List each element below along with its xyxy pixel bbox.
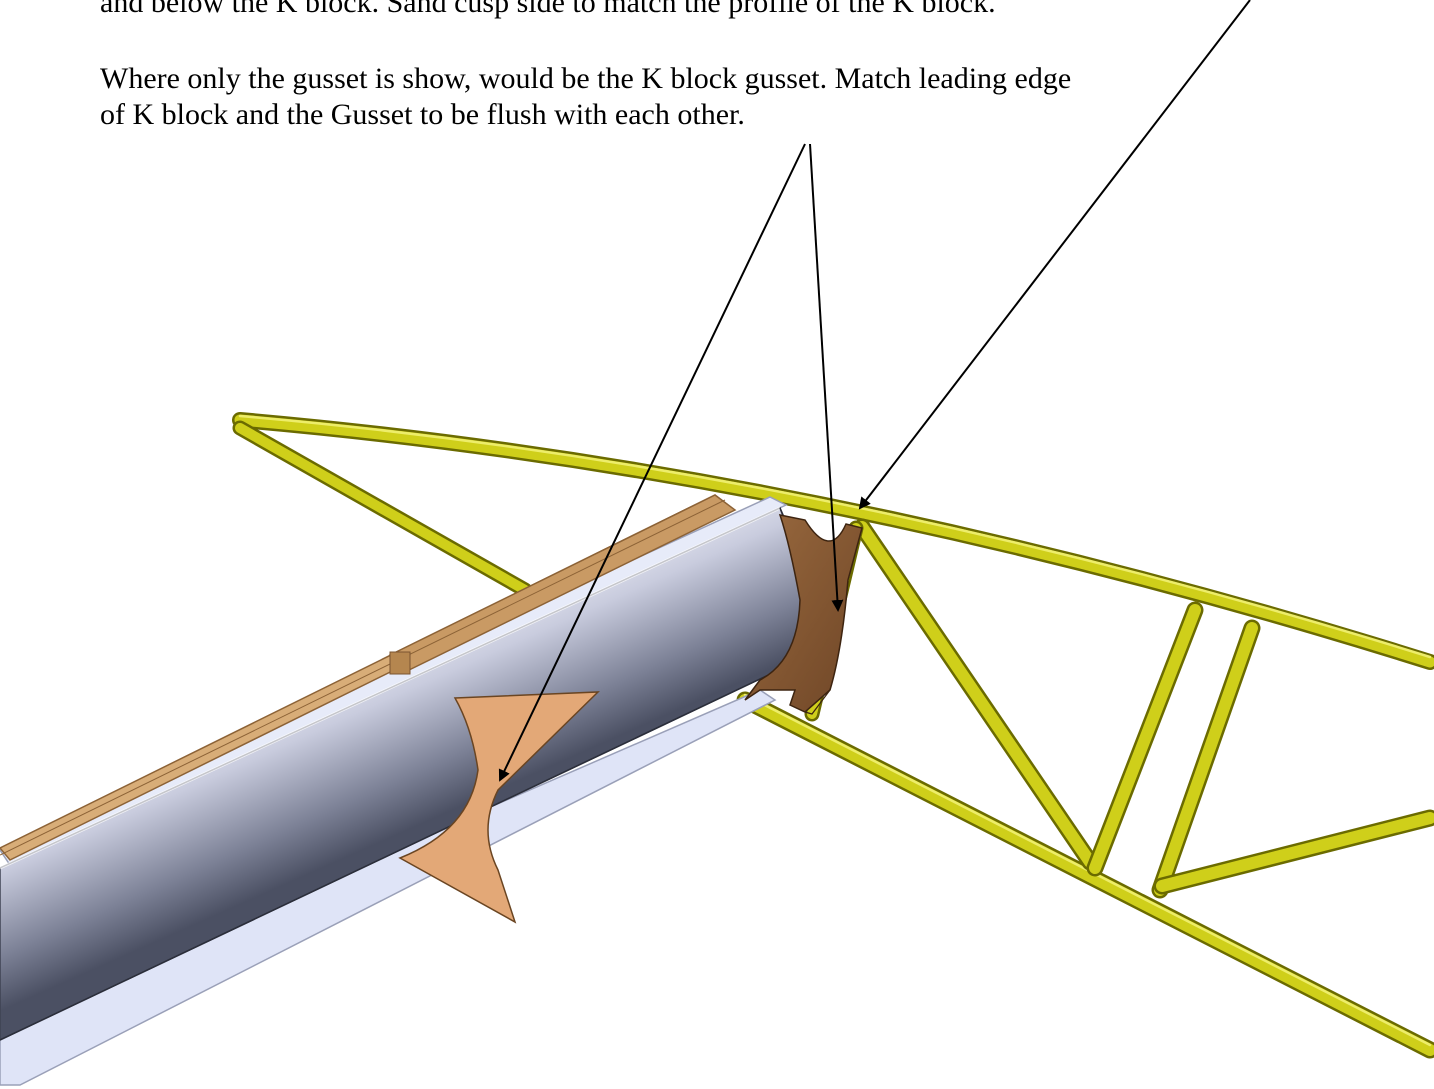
arrow-to-gusset: [498, 143, 806, 782]
leader-arrows: [498, 0, 1251, 782]
spar-tube: [0, 506, 807, 1041]
instruction-line-3: of K block and the Gusset to be flush wi…: [100, 98, 745, 131]
wood-rail: [0, 494, 737, 861]
instruction-line-2: Where only the gusset is show, would be …: [100, 62, 1072, 95]
angle-flange: [0, 496, 788, 1086]
arrow-to-top-joint: [858, 0, 1251, 510]
k-block: [744, 514, 863, 715]
instruction-line-1: and below the K block. Sand cusp side to…: [100, 0, 996, 19]
gusset: [398, 691, 600, 924]
arrow-to-k-block: [809, 143, 844, 612]
